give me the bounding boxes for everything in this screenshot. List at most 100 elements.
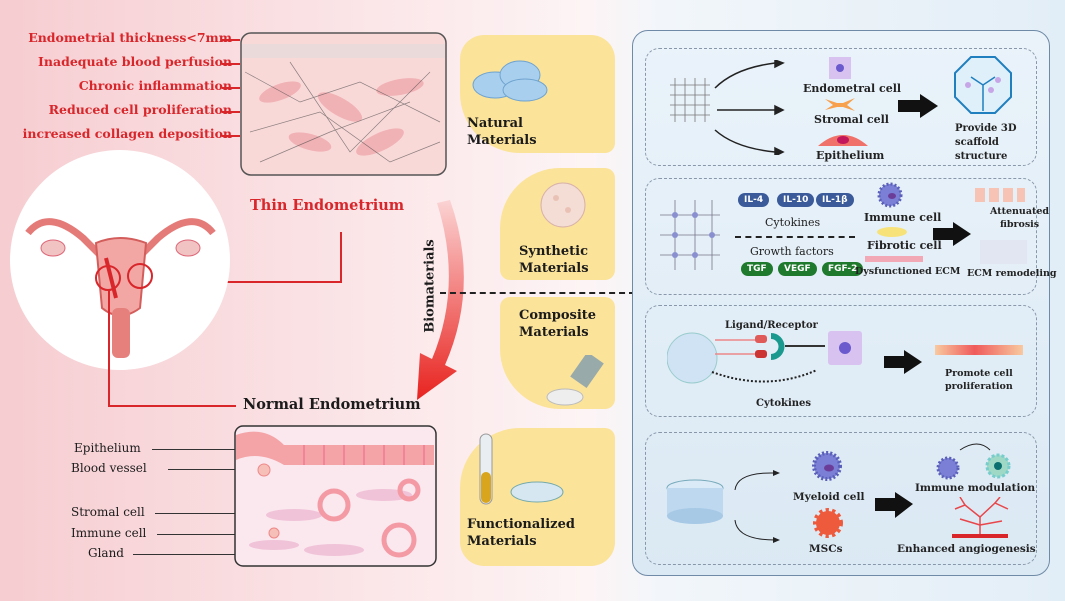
result-ecm-remodeling: ECM remodeling [967, 268, 1057, 279]
thin-tissue-illustration [240, 32, 447, 176]
result-attenuated-fibrosis: Attenuated fibrosis [990, 205, 1049, 231]
result-promote-proliferation: Promote cell proliferation [945, 367, 1013, 393]
feature-perfusion: Inadequate blood perfusion [38, 54, 232, 69]
functionalized-material-icon [479, 433, 564, 505]
myeloid-cell-icon [812, 451, 842, 481]
connector-line [340, 232, 342, 282]
pill-tgf: TGF [741, 262, 773, 276]
result-line: structure [955, 151, 1008, 162]
hydrogel-disc-arrows [666, 470, 780, 543]
material-functionalized-line1: Functionalized [467, 517, 575, 532]
feature-thickness: Endometrial thickness<7mm [28, 30, 232, 45]
pointer-line [157, 534, 257, 535]
uterus-illustration [10, 150, 230, 370]
connector-line [108, 290, 110, 406]
fibrosis-icon [975, 188, 1025, 202]
normal-endometrium-title: Normal Endometrium [243, 396, 421, 413]
connector-line [108, 405, 236, 407]
epithelium-cell-icon [818, 135, 868, 146]
result-immune-modulation: Immune modulation [915, 482, 1036, 494]
label-growth-factors: Growth factors [750, 245, 834, 258]
material-functionalized-line2: Materials [467, 534, 537, 549]
label-immune-cell: Immune cell [71, 526, 147, 540]
mechanism-scaffold-box [645, 48, 1037, 166]
label-epithelium: Epithelium [816, 149, 885, 162]
result-line: Promote cell [945, 368, 1013, 379]
3d-scaffold-icon [954, 56, 1012, 114]
label-gland: Gland [88, 546, 124, 560]
feature-collagen: increased collagen deposition [22, 126, 232, 141]
big-arrow-icon [884, 350, 922, 374]
result-line: proliferation [945, 381, 1013, 392]
label-immune-cell: Immune cell [864, 211, 942, 224]
feature-proliferation: Reduced cell proliferation [48, 102, 232, 117]
endometral-cell-icon [829, 57, 851, 79]
ligand-receptor-illustration [667, 332, 825, 384]
big-arrow-icon [875, 492, 913, 518]
result-line: Attenuated [990, 206, 1050, 217]
pill-fgf2: FGF-2 [822, 262, 864, 276]
label-epithelium: Epithelium [74, 441, 141, 455]
immune-modulation-icon [936, 443, 1011, 480]
label-endometral-cell: Endometral cell [803, 82, 902, 95]
normal-tissue-illustration [234, 425, 437, 567]
result-enhanced-angiogenesis: Enhanced angiogenesis [897, 543, 1036, 555]
result-line: fibrosis [999, 219, 1040, 230]
pill-il10: IL-10 [777, 193, 815, 207]
big-arrow-icon [898, 94, 938, 118]
angiogenesis-icon [952, 497, 1009, 538]
mechanism-proliferation-box [645, 305, 1037, 417]
big-arrow-icon [933, 222, 971, 246]
label-stromal-cell: Stromal cell [814, 113, 889, 126]
pointer-line [168, 469, 258, 470]
synthetic-material-icon [540, 182, 586, 228]
pointer-line [152, 449, 242, 450]
mechanism-immune-box [645, 432, 1037, 565]
pointer-line [222, 135, 240, 137]
material-synthetic-line2: Materials [519, 261, 589, 276]
label-blood-vessel: Blood vessel [71, 461, 147, 475]
result-line: Provide 3D [955, 123, 1017, 134]
biomaterials-label: Biomaterials [422, 239, 438, 333]
label-cytokines: Cytokines [765, 216, 821, 229]
pill-il1b: IL-1β [816, 193, 854, 207]
material-synthetic-line1: Synthetic [519, 244, 588, 259]
label-stromal-cell: Stromal cell [71, 505, 145, 519]
pointer-line [222, 87, 240, 89]
proliferation-icon [935, 345, 1023, 355]
label-mscs: MSCs [809, 543, 843, 555]
connector-line [145, 281, 342, 283]
target-cell-icon [828, 331, 862, 365]
pointer-line [133, 554, 273, 555]
result-line: scaffold [955, 137, 999, 148]
biomaterials-arrow [417, 200, 464, 400]
ecm-remodeling-icon [980, 240, 1027, 264]
divider-dashed-line [440, 292, 635, 294]
mscs-icon [813, 508, 843, 538]
composite-material-icon [546, 355, 604, 406]
fibrotic-cell-icon [877, 227, 907, 237]
natural-material-icon [472, 60, 548, 102]
material-composite-line2: Materials [519, 325, 589, 340]
pill-il4: IL-4 [738, 193, 770, 207]
label-fibrotic-cell: Fibrotic cell [867, 239, 942, 252]
pointer-line [222, 111, 240, 113]
scaffold-mesh-arrows [670, 60, 785, 155]
pointer-line [222, 39, 240, 41]
label-dysfunctioned-ecm: Dysfunctioned ECM [855, 266, 961, 277]
immune-cell-icon [877, 182, 903, 208]
pill-vegf: VEGF [778, 262, 817, 276]
thin-endometrium-title: Thin Endometrium [250, 197, 405, 214]
pointer-line [155, 513, 270, 514]
material-natural-line2: Materials [467, 133, 537, 148]
mechanism-fibrosis-box [645, 178, 1037, 295]
label-ligand-receptor: Ligand/Receptor [725, 320, 818, 331]
dashed-arrow [735, 236, 855, 238]
pointer-line [222, 63, 240, 65]
hydrogel-network-icon [660, 200, 720, 270]
material-composite-line1: Composite [519, 308, 597, 323]
result-3d-scaffold: Provide 3D scaffold structure [955, 122, 1017, 164]
